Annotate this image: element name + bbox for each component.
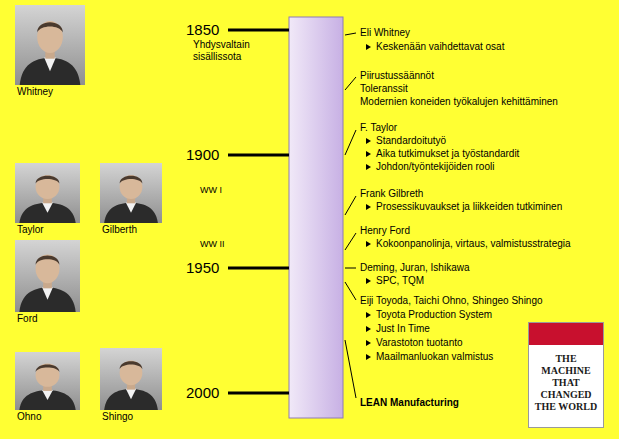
portrait-caption: Shingo xyxy=(102,411,133,423)
topic-heading: Modernien koneiden työkalujen kehittämin… xyxy=(360,96,615,108)
person-name: Eli Whitney xyxy=(360,27,615,39)
book-cover: THE MACHINE THAT CHANGED THE WORLD xyxy=(528,322,604,428)
bullet-item: Toyota Production System xyxy=(376,309,615,321)
portrait-frame: Ohno xyxy=(15,352,80,423)
bullet-marker xyxy=(366,278,371,284)
portrait-frame: Shingo xyxy=(100,348,162,423)
leader-line xyxy=(345,196,356,215)
bullet-item: Prosessikuvaukset ja liikkeiden tutkimin… xyxy=(376,201,615,213)
year-tick xyxy=(228,154,289,157)
year-tick xyxy=(228,267,289,270)
portrait-caption: Taylor xyxy=(17,224,44,236)
portrait-frame: Taylor xyxy=(15,163,80,236)
leader-line xyxy=(345,282,356,300)
leader-line xyxy=(345,33,356,35)
bullet-item: Aika tutkimukset ja työstandardit xyxy=(376,148,615,160)
year-tick xyxy=(228,392,289,395)
bullet-marker xyxy=(366,326,371,332)
bullet-item: Johdon/työntekijöiden rooli xyxy=(376,161,615,173)
event-label: Yhdysvaltain sisällissota xyxy=(193,39,273,63)
person-name: Frank Gilbreth xyxy=(360,188,615,200)
leader-line xyxy=(345,130,356,155)
portrait-picture xyxy=(15,240,80,312)
portrait-caption: Ford xyxy=(17,313,38,325)
bullet-marker xyxy=(366,204,371,210)
bullet-item: Kokoonpanolinja, virtaus, valmistusstrat… xyxy=(376,238,615,250)
portrait-picture xyxy=(15,352,80,410)
topic-heading: Piirustussäännöt xyxy=(360,70,615,82)
portrait-frame: Whitney xyxy=(15,5,85,98)
leader-lines xyxy=(345,33,356,398)
timeline-bar xyxy=(289,17,343,418)
person-name: Eiji Toyoda, Taichi Ohno, Shingeo Shingo xyxy=(360,295,615,307)
leader-line xyxy=(345,77,356,90)
leader-line xyxy=(345,268,356,269)
bullet-marker xyxy=(366,354,371,360)
portrait-picture xyxy=(100,348,162,410)
portraits xyxy=(15,5,162,410)
leader-line xyxy=(345,233,356,250)
topic-heading: Toleranssit xyxy=(360,83,615,95)
person-name: Henry Ford xyxy=(360,225,615,237)
bullet-item: SPC, TQM xyxy=(376,275,615,287)
person-name: F. Taylor xyxy=(360,122,615,134)
bullet-marker xyxy=(366,138,371,144)
bullet-marker xyxy=(366,164,371,170)
person-name: Deming, Juran, Ishikawa xyxy=(360,262,615,274)
bullet-marker xyxy=(366,312,371,318)
year-ticks xyxy=(228,30,289,393)
bullet-item: Standardoitutyö xyxy=(376,135,615,147)
portrait-caption: Whitney xyxy=(17,86,53,98)
portrait-caption: Ohno xyxy=(17,411,41,423)
bullet-marker xyxy=(366,44,371,50)
portrait-frame: Ford xyxy=(15,240,80,325)
portrait-picture xyxy=(15,163,80,223)
bullet-marker xyxy=(366,340,371,346)
portrait-frame: Gilberth xyxy=(100,163,162,236)
portrait-picture xyxy=(15,5,85,85)
portrait-caption: Gilberth xyxy=(102,224,137,236)
bullet-marker xyxy=(366,151,371,157)
bullet-marker xyxy=(366,241,371,247)
leader-line xyxy=(345,340,356,398)
bullet-item: Keskenään vaihdettavat osat xyxy=(376,41,615,53)
portrait-picture xyxy=(100,163,162,223)
book-title: THE MACHINE THAT CHANGED THE WORLD xyxy=(529,353,603,413)
year-tick xyxy=(228,29,289,32)
